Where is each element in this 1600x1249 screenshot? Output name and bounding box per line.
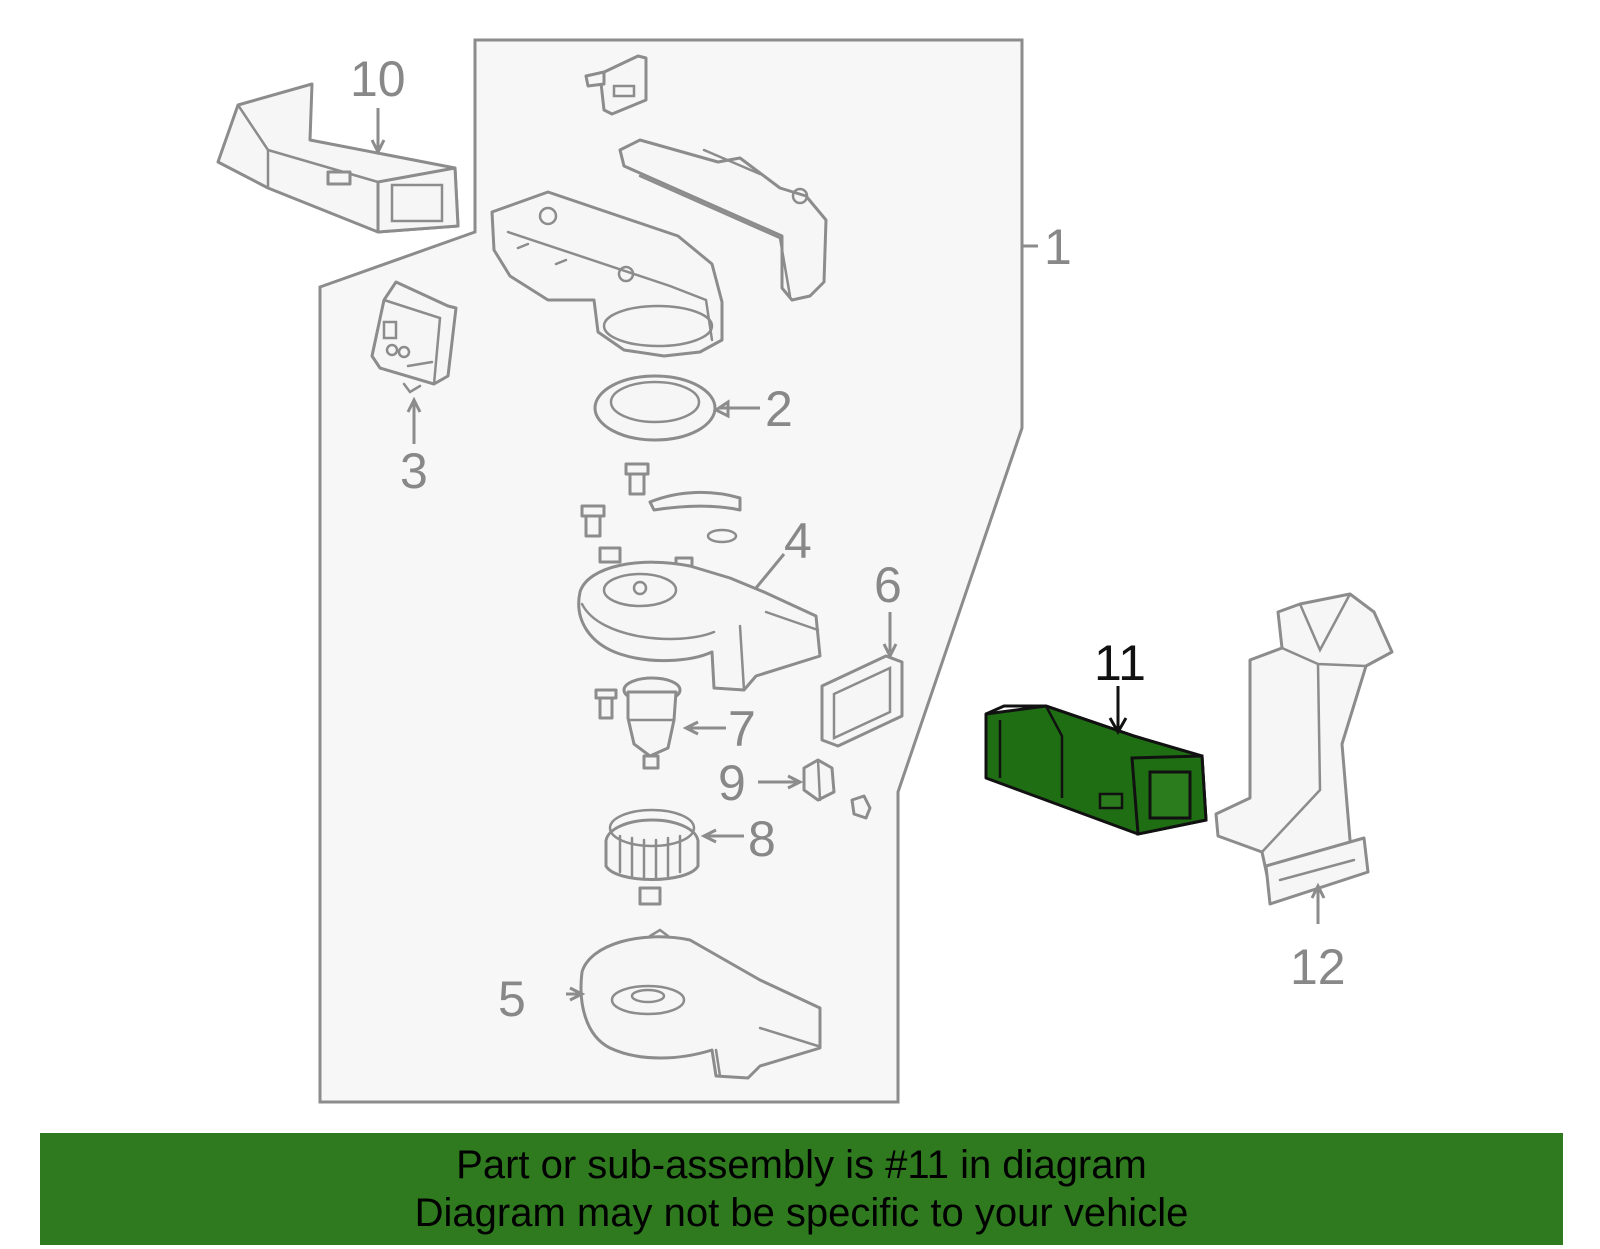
part-8-blower-wheel[interactable]	[604, 808, 700, 906]
part-10-duct[interactable]	[216, 82, 460, 234]
callout-3[interactable]: 3	[400, 443, 428, 499]
callout-11[interactable]: 11	[1094, 635, 1146, 691]
part-7-motor[interactable]	[594, 676, 682, 770]
part-4-motor-housing[interactable]	[577, 560, 822, 692]
info-banner: Part or sub-assembly is #11 in diagram D…	[40, 1133, 1563, 1245]
part-6-filter[interactable]	[820, 654, 904, 748]
callout-1[interactable]: 1	[1044, 219, 1072, 275]
callout-6[interactable]: 6	[874, 557, 902, 613]
upper-housing[interactable]	[618, 138, 828, 302]
callout-2[interactable]: 2	[765, 381, 793, 437]
hardware-bolts[interactable]	[580, 462, 742, 572]
parts-diagram: 1 2 3 4 5 6 7 8 9 10 11 12	[216, 38, 1394, 1104]
blower-upper-case[interactable]	[490, 190, 724, 358]
callout-7[interactable]: 7	[728, 701, 756, 757]
part-2-seal[interactable]	[593, 374, 717, 442]
part-11-duct-highlighted[interactable]	[984, 704, 1208, 836]
banner-line-part: Part or sub-assembly is #11 in diagram	[456, 1143, 1147, 1187]
callout-8[interactable]: 8	[748, 811, 776, 867]
banner-line-disclaimer: Diagram may not be specific to your vehi…	[414, 1191, 1189, 1235]
callout-5[interactable]: 5	[498, 971, 526, 1027]
clip-part[interactable]	[584, 54, 648, 116]
callout-4[interactable]: 4	[784, 513, 812, 569]
part-5-lower-case[interactable]	[579, 928, 822, 1080]
callout-10[interactable]: 10	[350, 51, 406, 107]
callout-9[interactable]: 9	[718, 755, 746, 811]
callout-12[interactable]: 12	[1290, 939, 1346, 995]
part-9-connector[interactable]	[802, 758, 872, 820]
leader-lines	[370, 108, 1326, 1002]
callout-labels: 1 2 3 4 5 6 7 8 9 10 11 12	[350, 51, 1346, 1027]
part-12-vertical-duct[interactable]	[1214, 592, 1394, 906]
part-3-actuator[interactable]	[370, 280, 458, 394]
